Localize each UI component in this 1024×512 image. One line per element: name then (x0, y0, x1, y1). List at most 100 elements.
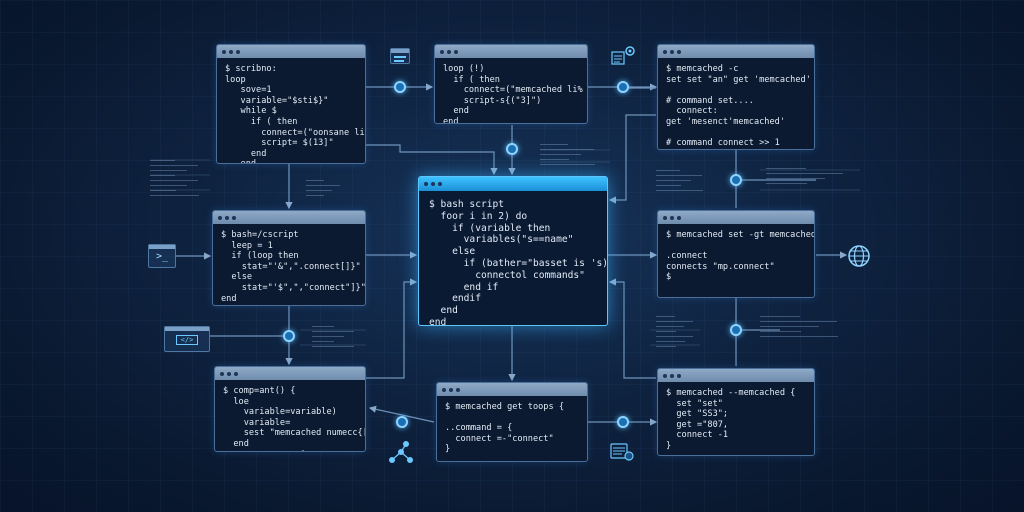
code-line: connect=("memcached li% (443, 85, 583, 96)
globe-icon (848, 245, 870, 267)
code-line (666, 85, 806, 96)
scribble-line (312, 326, 334, 327)
connector-node (394, 81, 406, 93)
scribble-line (150, 190, 177, 191)
scribble-line (150, 160, 175, 161)
scribble-line (656, 170, 680, 171)
wire-w3-main (608, 114, 656, 204)
scribble-line (656, 321, 693, 322)
code-line: $ memcached -c (666, 64, 739, 74)
code-line: end (429, 316, 447, 326)
code-icon: </> (164, 326, 210, 352)
window-titlebar (213, 211, 365, 224)
wire-w8-w7 (368, 405, 435, 423)
code-line: .connect (666, 251, 708, 262)
code-line: ..command = { (445, 423, 513, 434)
scribble-line (766, 173, 843, 174)
scribble-line (760, 331, 801, 332)
window-titlebar (658, 211, 814, 224)
decorative-notes (150, 156, 212, 206)
code-line: $ bash script (429, 199, 505, 210)
window-titlebar (419, 177, 607, 191)
scribble-line (656, 185, 681, 186)
scribble-line (656, 316, 676, 317)
code-block: $ memcached get toops { ..command = { co… (437, 396, 587, 455)
code-line: while $ (225, 106, 277, 117)
scribble-line (656, 180, 692, 181)
code-line (666, 241, 806, 252)
decorative-notes (656, 312, 704, 354)
window-titlebar (217, 45, 365, 58)
scribble-line (540, 159, 569, 160)
window-titlebar (437, 383, 587, 396)
window-titlebar (215, 367, 365, 380)
scribble-line (656, 336, 694, 337)
code-line: connectol commands" (429, 269, 585, 281)
scribble-line (766, 183, 807, 184)
wire-w1-main (366, 144, 498, 176)
scribble-line (540, 149, 594, 150)
scribble-line (150, 185, 188, 186)
scribble-line (150, 175, 176, 176)
code-line: $ memcached get toops { (445, 402, 564, 412)
code-line: get "SS3"; (666, 409, 729, 420)
scribble-line (306, 190, 332, 191)
code-line: end (223, 438, 249, 449)
scribble-line (150, 180, 199, 181)
code-line: script= $(13]" (225, 138, 334, 149)
connector-node (730, 174, 742, 186)
code-line: connects "mp.connect" (666, 261, 775, 272)
code-line: set set "an" get 'memcached' (666, 74, 811, 85)
code-line: endif (429, 293, 481, 305)
code-line: foor i in 2) do (429, 210, 528, 222)
code-line: end (221, 293, 237, 304)
code-line: $ bash=/cscript (221, 230, 299, 240)
scribble-line (766, 178, 825, 179)
wire-w9-main (608, 278, 656, 379)
code-window-scribno: $ scribno:loop sove=1 variable="$sti$}" … (216, 44, 366, 164)
scribble-line (306, 185, 340, 186)
code-line: connect: (666, 106, 718, 117)
code-line: } (445, 444, 451, 455)
code-line: connect -1 (666, 430, 729, 441)
window-titlebar (435, 45, 587, 58)
code-line: stat="'&",".connect[]}" (221, 261, 361, 272)
scribble-line (656, 175, 703, 176)
code-line: get ="807, (666, 419, 729, 430)
decorative-notes (306, 176, 350, 200)
code-line: end (429, 305, 458, 317)
scribble-line (306, 180, 324, 181)
code-line: set "set" (666, 398, 723, 409)
terminal-icon: >_ (148, 244, 176, 268)
code-line: $ (666, 272, 672, 283)
code-line: loe (223, 396, 249, 407)
code-line: else (429, 246, 476, 258)
window-titlebar (658, 369, 814, 382)
scribble-line (540, 164, 595, 165)
code-block: $ memcached --memcached { set "set" get … (658, 382, 814, 452)
code-line: variable="$sti$}" (225, 95, 329, 106)
code-block: $ bash=/cscript leep = 1 if (loop then s… (213, 224, 365, 304)
decorative-notes (656, 166, 716, 196)
code-line: if ( then (225, 116, 298, 127)
code-line: # command set.... (666, 95, 754, 106)
code-block: loop (!) if ( then connect=("memcached l… (435, 58, 587, 124)
connector-node (396, 416, 408, 428)
code-line: end (443, 116, 459, 124)
scribble-line (656, 331, 676, 332)
code-line: $ (666, 149, 806, 150)
code-line: loop (225, 74, 246, 85)
code-line: $ comp=ant() { (223, 386, 296, 396)
code-line: if ( then (443, 74, 500, 85)
code-line: variables("s==name" (429, 234, 574, 246)
code-window-bash-script-main: $ bash script foor i in 2) do if (variab… (418, 176, 608, 326)
database-icon (610, 443, 634, 461)
network-icon (389, 441, 413, 463)
scribble-line (656, 346, 677, 347)
gear-icon (611, 46, 635, 65)
code-line: $ memcached --memcached { (666, 388, 796, 398)
code-window-memcached-get: $ memcached get toops { ..command = { co… (436, 382, 588, 462)
code-line: connect=("oonsane li%") (225, 127, 366, 138)
